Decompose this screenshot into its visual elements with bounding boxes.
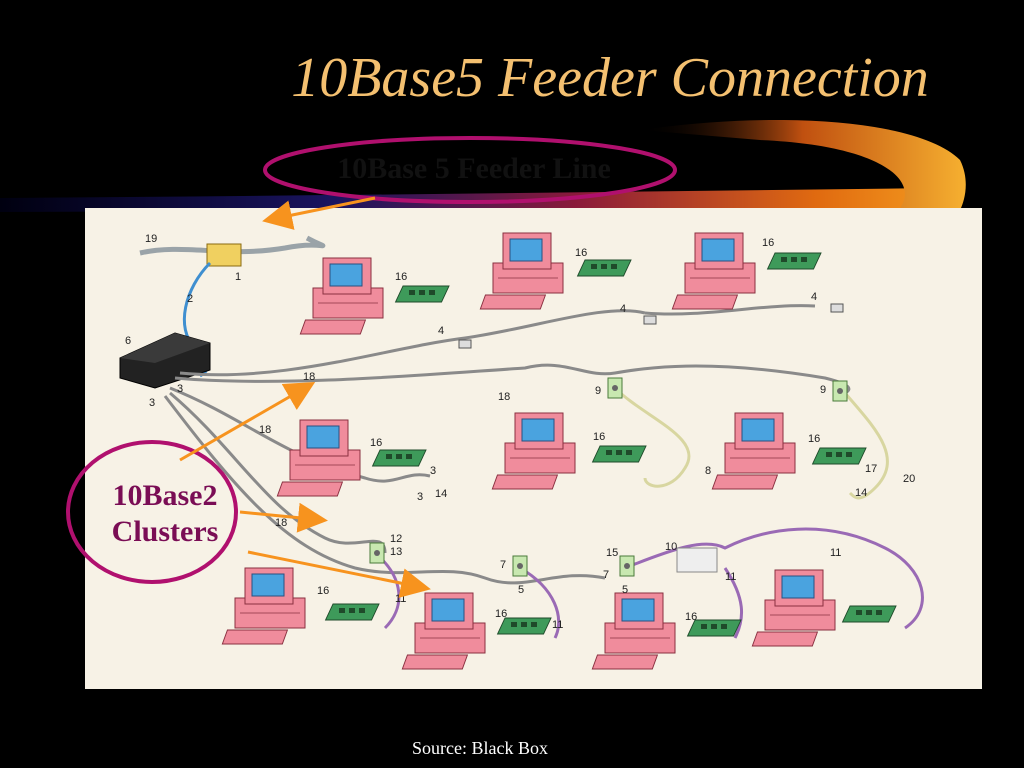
part-label: 14 [435,488,447,500]
part-label: 4 [620,303,626,315]
feeder-line-label: 10Base 5 Feeder Line [337,152,611,185]
part-label: 5 [518,584,524,596]
clusters-callout-ellipse [66,440,238,584]
part-label: 2 [187,293,193,305]
clusters-label-line1: 10Base2 [112,479,218,512]
part-label: 18 [498,391,510,403]
feeder-callout-ellipse [263,136,677,204]
part-label: 16 [317,585,329,597]
part-label: 3 [417,491,423,503]
part-label: 3 [430,465,436,477]
part-label: 16 [808,433,820,445]
cluster-arrow-3 [247,550,431,598]
part-label: 4 [438,325,444,337]
part-label: 10 [665,541,677,553]
part-label: 3 [177,383,183,395]
part-label: 3 [149,397,155,409]
part-label: 13 [390,546,402,558]
part-label: 11 [725,571,736,583]
part-label: 16 [395,271,407,283]
part-label: 16 [762,237,774,249]
part-label: 11 [830,547,841,559]
part-label: 9 [595,385,601,397]
part-label: 18 [259,424,271,436]
feeder-arrow [262,196,376,230]
clusters-label-line2: Clusters [111,515,219,548]
part-label: 12 [390,533,402,545]
part-label: 20 [903,473,915,485]
cluster-arrow-1 [179,382,316,462]
part-label: 4 [811,291,817,303]
part-label: 14 [855,487,867,499]
part-label: 18 [275,517,287,529]
part-label: 16 [370,437,382,449]
cluster-arrow-2 [239,502,328,533]
part-label: 18 [303,371,315,383]
part-label: 11 [552,619,563,631]
part-label: 19 [145,233,157,245]
part-label: 17 [865,463,877,475]
multiport-repeater [676,547,718,573]
part-label: 16 [685,611,697,623]
part-label: 7 [500,559,506,571]
part-label: 7 [603,569,609,581]
part-label: 8 [705,465,711,477]
part-label: 1 [235,271,241,283]
clusters-label: 10Base2 Clusters [70,478,260,550]
transceiver [206,243,242,267]
part-label: 16 [575,247,587,259]
part-label: 6 [125,335,131,347]
part-label: 5 [622,584,628,596]
part-label: 11 [395,593,406,605]
slide-title: 10Base5 Feeder Connection [291,47,929,109]
part-label: 15 [606,547,618,559]
part-label: 9 [820,384,826,396]
network-diagram: 19 1 2 6 3 3 18 18 18 18 16 16 16 16 16 … [119,232,924,670]
part-label: 16 [495,608,507,620]
part-label: 16 [593,431,605,443]
source-note: Source: Black Box [412,738,548,758]
